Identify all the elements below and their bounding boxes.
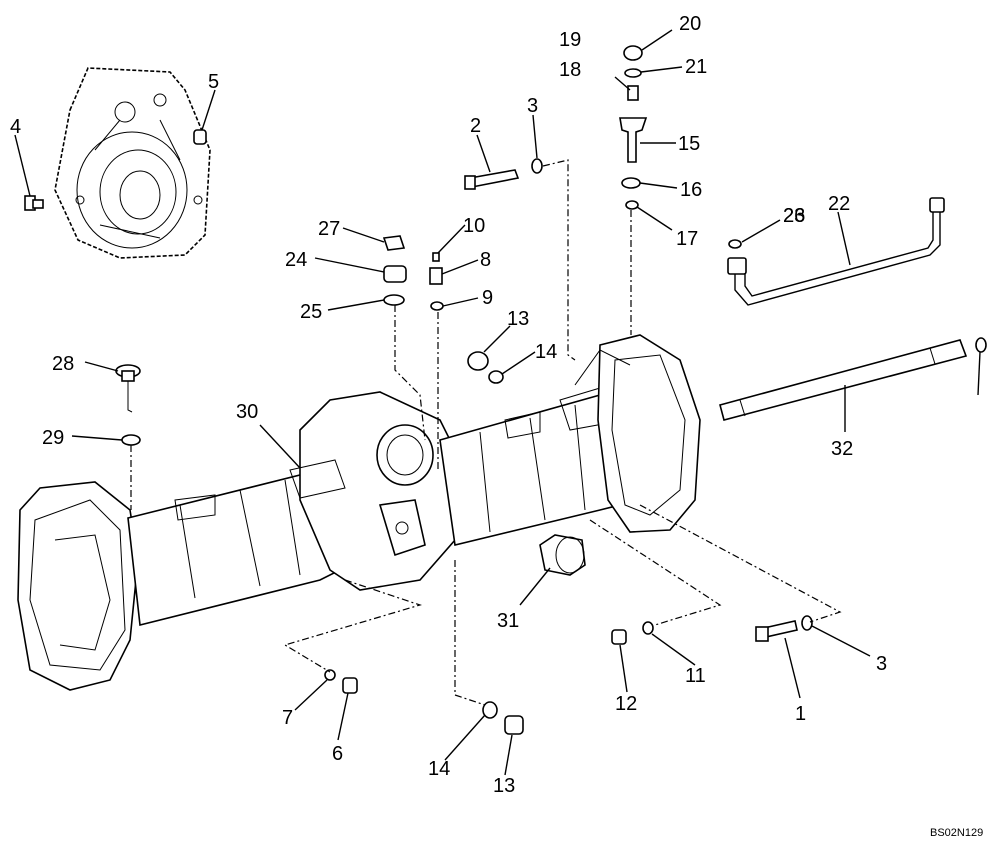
callout-12: 12 <box>615 693 637 715</box>
callout-22: 22 <box>828 193 850 215</box>
callout-17: 17 <box>676 228 698 250</box>
callout-31: 32 <box>831 438 853 460</box>
callout-15: 15 <box>678 133 700 155</box>
callout-29: 30 <box>236 401 258 423</box>
reference-code: BS02N129 <box>930 827 983 839</box>
callout-3: 3 <box>876 653 887 675</box>
axle-housing-drawing <box>17 334 701 691</box>
callout-26: 27 <box>318 218 340 240</box>
callout-27: 28 <box>52 353 74 375</box>
callout-4: 4 <box>10 116 21 138</box>
callout-14: 14 <box>428 758 450 780</box>
callout-20: 20 <box>679 13 701 35</box>
leader-lines <box>14 29 981 776</box>
differential-housing-drawing <box>54 67 211 259</box>
callout-16: 16 <box>680 179 702 201</box>
callout-10: 10 <box>463 215 485 237</box>
callout-25: 23 <box>783 205 805 227</box>
callout-11: 11 <box>685 665 706 687</box>
callout-1: 1 <box>795 703 806 725</box>
callout-3: 3 <box>527 95 538 117</box>
callout-18: 18 <box>559 59 581 81</box>
callout-8: 8 <box>480 249 491 271</box>
callout-14: 14 <box>535 341 557 363</box>
callout-24: 25 <box>300 301 322 323</box>
callout-labels: 1 2 3 3 4 5 6 7 8 9 10 11 12 13 13 14 14… <box>10 13 983 839</box>
callout-28: 29 <box>42 427 64 449</box>
callout-19: 19 <box>559 29 581 51</box>
callout-13: 13 <box>507 308 529 330</box>
assembly-lines <box>130 159 842 706</box>
callout-21: 21 <box>685 56 707 78</box>
callout-5: 5 <box>208 71 219 93</box>
callout-30: 31 <box>497 610 519 632</box>
callout-25: 26 <box>783 205 805 227</box>
callout-13: 13 <box>493 775 515 797</box>
callout-7: 7 <box>282 707 293 729</box>
callout-23: 24 <box>285 249 307 271</box>
callout-2: 2 <box>470 115 481 137</box>
callout-6: 6 <box>332 743 343 765</box>
callout-9: 9 <box>482 287 493 309</box>
